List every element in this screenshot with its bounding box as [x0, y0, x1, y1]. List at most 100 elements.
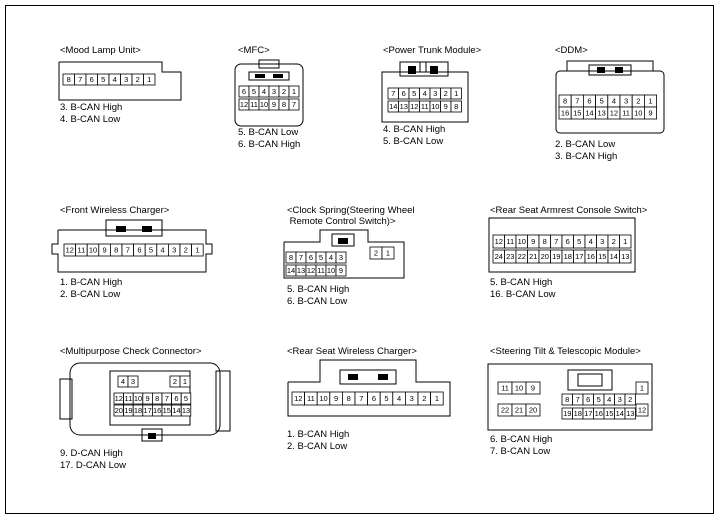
pin-number: 7 — [165, 394, 169, 403]
pin-number: 6 — [586, 395, 590, 404]
pin-number: 14 — [616, 409, 624, 418]
pin-number: 4 — [397, 394, 401, 403]
pin-number: 1 — [623, 237, 627, 246]
pin-number: 18 — [574, 409, 582, 418]
pin-number: 1 — [386, 249, 390, 258]
pin-number: 14 — [585, 109, 593, 118]
pin-number: 14 — [172, 406, 180, 415]
connector-title: <Mood Lamp Unit> — [60, 45, 141, 56]
connector-title: <Rear Seat Armrest Console Switch> — [490, 205, 648, 216]
pin-line: 1. B-CAN High — [287, 429, 350, 440]
pin-number: 22 — [501, 406, 509, 415]
pin-number: 1 — [183, 377, 187, 386]
pin-number: 3 — [272, 87, 276, 96]
pin-number: 11 — [125, 394, 133, 403]
pin-line: 16. B-CAN Low — [490, 289, 556, 300]
pin-number: 12 — [610, 109, 618, 118]
pin-cell — [288, 85, 300, 98]
pin-number: 3 — [624, 97, 628, 106]
pin-cell — [525, 381, 541, 395]
pin-number: 13 — [621, 252, 629, 261]
pin-number: 2 — [184, 246, 188, 255]
pin-number: 4 — [589, 237, 593, 246]
pin-number: 13 — [182, 406, 190, 415]
connector-title: <Steering Tilt & Telescopic Module> — [490, 346, 641, 357]
pin-line: 4. B-CAN Low — [60, 114, 121, 125]
pin-number: 5 — [149, 246, 153, 255]
pin-number: 1 — [435, 394, 439, 403]
pin-number: 8 — [282, 100, 286, 109]
pin-number: 14 — [389, 102, 397, 111]
pin-number: 13 — [598, 109, 606, 118]
pin-line: 9. D-CAN High — [60, 448, 123, 459]
pin-number: 8 — [563, 97, 567, 106]
pin-number: 2 — [628, 395, 632, 404]
pin-number: 11 — [78, 246, 86, 255]
pin-number: 7 — [576, 395, 580, 404]
connector-title: <Power Trunk Module> — [383, 45, 482, 56]
pin-number: 2 — [282, 87, 286, 96]
pin-number: 12 — [495, 237, 503, 246]
pin-number: 6 — [402, 89, 406, 98]
pin-number: 7 — [391, 89, 395, 98]
pin-number: 12 — [638, 406, 646, 415]
pin-number: 16 — [595, 409, 603, 418]
pin-number: 10 — [634, 109, 642, 118]
pin-number: 8 — [67, 75, 71, 84]
pin-number: 8 — [289, 253, 293, 262]
pin-cell — [288, 98, 300, 111]
pin-number: 2 — [636, 97, 640, 106]
pin-number: 8 — [114, 246, 118, 255]
pin-cell — [525, 403, 541, 417]
pin-line: 2. B-CAN Low — [287, 441, 348, 452]
pin-cell — [644, 106, 658, 120]
pin-cell — [624, 393, 636, 406]
pin-number: 8 — [454, 102, 458, 111]
pin-line: 5. B-CAN Low — [238, 127, 299, 138]
pin-number: 11 — [501, 384, 509, 393]
pin-line: 5. B-CAN Low — [383, 136, 444, 147]
pin-number: 20 — [529, 406, 537, 415]
pin-cell — [335, 264, 347, 277]
connector-title: <Front Wireless Charger> — [60, 205, 170, 216]
pin-number: 5 — [184, 394, 188, 403]
pin-number: 9 — [531, 237, 535, 246]
pin-number: 5 — [597, 395, 601, 404]
pin-cell — [624, 407, 636, 420]
pin-number: 9 — [146, 394, 150, 403]
diagram-frame — [5, 5, 714, 514]
pin-number: 15 — [605, 409, 613, 418]
pin-line: 17. D-CAN Low — [60, 460, 126, 471]
pin-number: 2 — [374, 249, 378, 258]
pin-number: 5 — [252, 87, 256, 96]
pin-number: 13 — [626, 409, 634, 418]
pin-number: 11 — [421, 102, 429, 111]
pin-number: 24 — [495, 252, 503, 261]
pin-number: 9 — [531, 384, 535, 393]
pin-number: 19 — [563, 409, 571, 418]
pin-number: 10 — [319, 394, 327, 403]
pin-number: 17 — [143, 406, 151, 415]
connector-title: <DDM> — [555, 45, 588, 56]
pin-number: 10 — [260, 100, 268, 109]
pin-number: 14 — [287, 266, 295, 275]
pin-cell — [381, 246, 395, 260]
pin-number: 4 — [329, 253, 333, 262]
pin-number: 18 — [134, 406, 142, 415]
pin-number: 4 — [612, 97, 616, 106]
pin-number: 4 — [423, 89, 427, 98]
pin-number: 8 — [347, 394, 351, 403]
pin-number: 3 — [618, 395, 622, 404]
pin-number: 1 — [640, 384, 644, 393]
connector-title: <Clock Spring(Steering Wheel Remote Cont… — [287, 205, 415, 227]
pin-number: 7 — [126, 246, 130, 255]
pin-cell — [191, 243, 204, 257]
pin-number: 11 — [317, 266, 325, 275]
pin-number: 16 — [561, 109, 569, 118]
pin-number: 3 — [600, 237, 604, 246]
